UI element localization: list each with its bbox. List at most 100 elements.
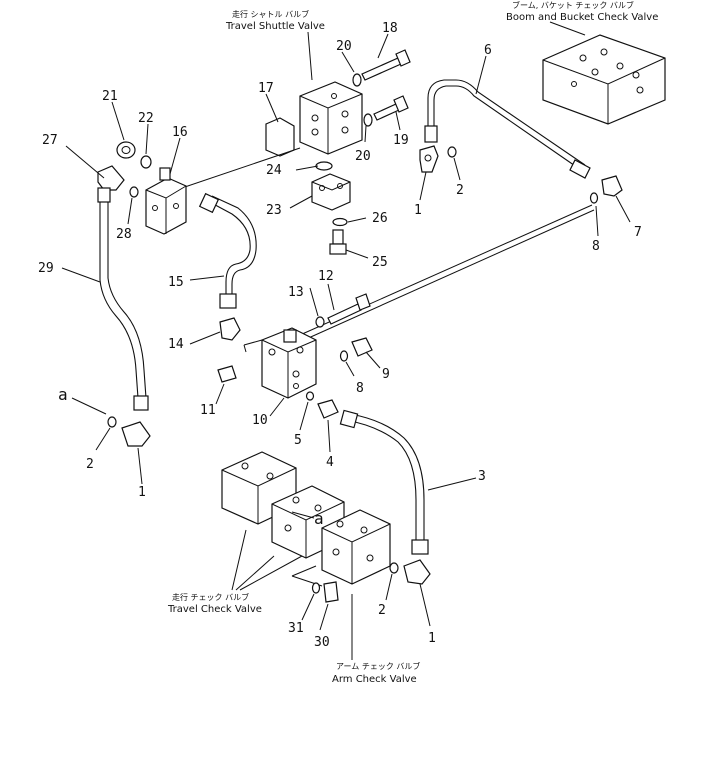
travel-check-arrows	[231, 529, 303, 591]
hose-3-end-a	[339, 409, 359, 429]
fitting-11	[217, 365, 237, 383]
label-25: 25	[372, 255, 388, 270]
label-10: 10	[252, 413, 268, 428]
label-2a: 2	[456, 183, 464, 198]
washer-13	[315, 316, 325, 328]
oring-26	[332, 217, 348, 227]
part-labels: 20 18 17 21 22 16 27 28 29 15 14 11 10 5…	[38, 21, 642, 650]
boom-bucket-check-valve	[542, 34, 666, 125]
valve-10-bracket	[243, 339, 263, 353]
pipe-long-b	[303, 209, 595, 341]
elbow-1-top	[419, 145, 439, 173]
elbow-1-left	[121, 421, 151, 447]
oring-8-top	[589, 192, 599, 204]
label-23: 23	[266, 203, 282, 218]
bolt-19	[373, 95, 409, 121]
label-1a: 1	[414, 203, 422, 218]
fitting-4	[317, 399, 339, 419]
plug-30	[323, 581, 339, 603]
hose-6-line-b	[433, 85, 582, 171]
fitting-9	[351, 337, 373, 357]
ref-a-arrow-left	[71, 397, 107, 415]
hose-15-end-b	[219, 293, 237, 309]
label-8a: 8	[592, 239, 600, 254]
label-26: 26	[372, 211, 388, 226]
leader-lines	[61, 33, 631, 631]
label-8b: 8	[356, 381, 364, 396]
hose-3-a	[345, 419, 417, 546]
hose-15-a	[205, 199, 251, 300]
oring-2-left	[107, 416, 117, 428]
hose-15-b	[211, 195, 257, 300]
label-17: 17	[258, 81, 274, 96]
leader-boom-caption	[549, 21, 586, 36]
oring-5	[305, 391, 315, 401]
oring-24	[315, 161, 333, 171]
ref-a-arrow-center	[291, 511, 315, 519]
hose-29-end	[133, 395, 149, 411]
label-3: 3	[478, 469, 486, 484]
label-13: 13	[288, 285, 304, 300]
nut-22	[140, 155, 152, 169]
label-21: 21	[102, 89, 118, 104]
leader-shuttle-caption	[307, 31, 313, 81]
label-2c: 2	[378, 603, 386, 618]
block-16	[145, 167, 187, 235]
elbow-27	[97, 165, 125, 203]
label-ref-a-left: a	[58, 385, 68, 404]
tee-14	[219, 317, 241, 341]
block-23	[311, 173, 351, 211]
oring-2-top	[447, 146, 457, 158]
gasket-17	[265, 117, 295, 157]
label-28: 28	[116, 227, 132, 242]
label-29: 29	[38, 261, 54, 276]
label-12: 12	[318, 269, 334, 284]
valve-10	[261, 327, 317, 399]
caption-travel-shuttle-en: Travel Shuttle Valve	[225, 21, 325, 32]
label-1c: 1	[428, 631, 436, 646]
label-24: 24	[266, 163, 282, 178]
label-30: 30	[314, 635, 330, 650]
oring-8-mid	[339, 350, 349, 362]
fitting-25	[329, 229, 347, 255]
cap-21-inner	[121, 146, 131, 154]
bolt-12	[327, 293, 371, 325]
hose-29-b	[107, 202, 147, 399]
pipe-upper	[169, 147, 301, 193]
hose-3-b	[349, 413, 425, 546]
label-6: 6	[484, 43, 492, 58]
label-31: 31	[288, 621, 304, 636]
caption-boom-bucket-jp: ブーム, バケット チェック バルブ	[512, 0, 634, 10]
label-22: 22	[138, 111, 154, 126]
hose-6-end-a	[424, 125, 438, 143]
label-4: 4	[326, 455, 334, 470]
cap-21	[116, 141, 136, 159]
oring-28	[129, 186, 139, 198]
caption-arm-check-en: Arm Check Valve	[332, 674, 417, 685]
hose-6-end-b	[569, 159, 591, 179]
washer-20b	[363, 113, 373, 127]
caption-travel-check-en: Travel Check Valve	[167, 604, 262, 615]
label-20b: 20	[355, 149, 371, 164]
hose-15-end-a	[198, 192, 220, 214]
oring-2-bottom	[389, 562, 399, 574]
label-5: 5	[294, 433, 302, 448]
hose-6-line-a	[427, 79, 586, 166]
oring-31	[311, 582, 321, 594]
label-7: 7	[634, 225, 642, 240]
label-2b: 2	[86, 457, 94, 472]
label-ref-a-center: a	[314, 509, 324, 528]
caption-arm-check-jp: アーム チェック バルブ	[336, 661, 420, 671]
arm-check-valve	[321, 509, 391, 585]
label-27: 27	[42, 133, 58, 148]
label-18: 18	[382, 21, 398, 36]
caption-travel-check-jp: 走行 チェック バルブ	[172, 592, 249, 602]
caption-travel-shuttle-jp: 走行 シャトル バルブ	[232, 9, 309, 19]
travel-shuttle-valve	[299, 81, 363, 155]
hose-29-a	[99, 202, 139, 399]
label-16: 16	[172, 125, 188, 140]
label-19: 19	[393, 133, 409, 148]
label-9: 9	[382, 367, 390, 382]
